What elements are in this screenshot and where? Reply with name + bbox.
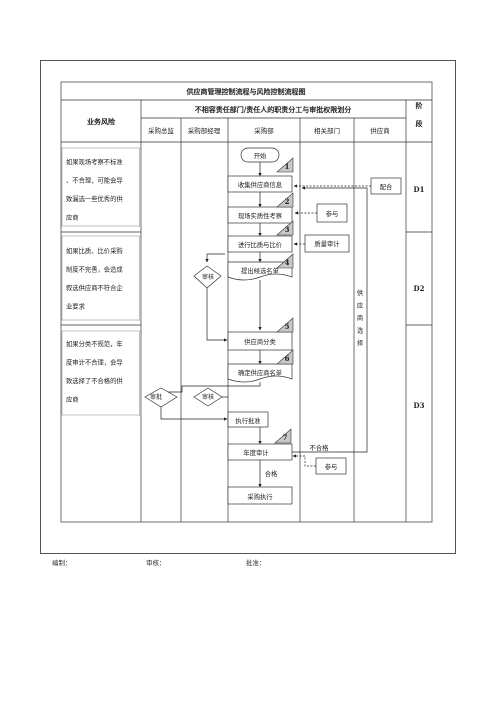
step-badge-1 — [276, 157, 294, 173]
dept-header-supplier: 供应商 — [370, 126, 390, 135]
step-number-2: 2 — [285, 197, 290, 206]
dept-header-purchasing: 采购部 — [254, 126, 274, 135]
svg-text:供应商分类: 供应商分类 — [244, 337, 276, 346]
risk-box-2: 如果比质、比价采购制度不完善，会造成叙选供应商不符合企业要求 — [61, 235, 142, 321]
phase-d3: D3 — [414, 401, 425, 410]
svg-text:进行比质与比价: 进行比质与比价 — [238, 240, 283, 249]
review-decision-node-2: 审核 — [193, 387, 223, 407]
svg-text:供应商选择: 供应商选择 — [357, 288, 364, 347]
step-number-4: 4 — [285, 258, 290, 267]
dept-header-director: 采购总监 — [148, 126, 175, 135]
phase-d1: D1 — [414, 185, 425, 194]
step-badge-3 — [276, 220, 294, 236]
risk-box-1: 如果现场考察不标准、不合理，可能会导致漏选一些优秀的供应商 — [61, 147, 142, 227]
supplier-choice-label: 供应商选择 — [357, 288, 364, 347]
collect-info-node: 收集供应商信息 — [227, 175, 293, 193]
risk-text-2: 如果比质、比价采购制度不完善，会造成叙选供应商不符合企业要求 — [66, 246, 123, 311]
review-decision-node: 审核 — [193, 265, 222, 289]
svg-text:参与: 参与 — [325, 462, 338, 471]
svg-text:审核: 审核 — [202, 393, 214, 401]
step-number-5: 5 — [285, 322, 290, 331]
annual-audit-node: 年度审计 — [227, 443, 293, 461]
document-frame — [40, 60, 456, 554]
svg-text:年度审计: 年度审计 — [243, 448, 269, 457]
svg-text:质量审计: 质量审计 — [314, 239, 340, 248]
svg-text:确定供应商名单: 确定供应商名单 — [238, 368, 282, 377]
propose-shortlist-node: 提出候选名单 — [227, 261, 293, 281]
step-number-1: 1 — [285, 162, 290, 171]
dept-header-related: 相关部门 — [314, 126, 340, 135]
risk-box-3: 如果分类不规范，年度审计不合理，会导致选择了不合格的供应商 — [61, 330, 142, 416]
phase-column-header: 阶段 — [416, 101, 424, 128]
step-badge-7 — [274, 428, 292, 444]
qualified-label: 合格 — [265, 469, 278, 478]
svg-text:提出候选名单: 提出候选名单 — [241, 266, 279, 275]
risk-text-1: 如果现场考察不标准、不合理，可能会导致漏选一些优秀的供应商 — [66, 157, 123, 222]
svg-text:执行批准: 执行批准 — [235, 416, 260, 425]
step-badge-2 — [276, 192, 294, 208]
footer-approved: 批准： — [246, 559, 266, 567]
svg-text:采购执行: 采购执行 — [247, 492, 273, 501]
phase-d2: D2 — [414, 284, 425, 293]
step-number-6: 6 — [285, 354, 290, 363]
quality-audit-node: 质量审计 — [304, 234, 350, 253]
step-number-7: 7 — [283, 433, 288, 442]
responsibility-header: 不相容责任部门/责任人的职责分工与审批权限划分 — [195, 105, 352, 114]
chart-title: 供应商管理控制流程与风险控制流程图 — [186, 87, 306, 96]
svg-text:参与: 参与 — [326, 209, 339, 218]
unqualified-label: 不合格 — [310, 443, 330, 452]
step-badges: 1 2 3 4 5 6 7 — [274, 157, 294, 444]
classify-node: 供应商分类 — [227, 331, 293, 351]
participate-node-1: 参与 — [316, 203, 348, 223]
confirm-list-node: 确定供应商名单 — [227, 363, 293, 383]
purchase-execution-node: 采购执行 — [227, 486, 293, 505]
dept-header-manager: 采购部经理 — [188, 126, 221, 135]
svg-text:审核: 审核 — [202, 273, 214, 281]
footer-prepared: 编制： — [52, 559, 72, 567]
svg-text:收集供应商信息: 收集供应商信息 — [238, 180, 282, 189]
step-number-3: 3 — [285, 225, 290, 234]
cooperate-node: 配合 — [370, 177, 402, 195]
step-badge-6 — [276, 349, 294, 365]
execute-approval-node: 执行批准 — [227, 411, 269, 428]
compare-node: 进行比质与比价 — [227, 235, 293, 253]
table-grid — [60, 81, 433, 523]
start-node: 开始 — [240, 147, 280, 163]
svg-text:开始: 开始 — [254, 151, 267, 160]
step-badge-4 — [276, 253, 294, 269]
risk-column-header: 业务风险 — [87, 117, 116, 126]
participate-node-2: 参与 — [315, 457, 347, 475]
footer-reviewed: 审核： — [146, 559, 166, 567]
svg-text:审批: 审批 — [150, 393, 162, 401]
svg-text:配合: 配合 — [380, 182, 393, 191]
risk-text-3: 如果分类不规范，年度审计不合理，会导致选择了不合格的供应商 — [66, 339, 123, 404]
step-badge-5 — [276, 317, 294, 333]
svg-text:现场实质性考察: 现场实质性考察 — [238, 211, 283, 220]
approve-decision-node: 审批 — [144, 387, 178, 408]
inspect-node: 现场实质性考察 — [227, 206, 293, 224]
